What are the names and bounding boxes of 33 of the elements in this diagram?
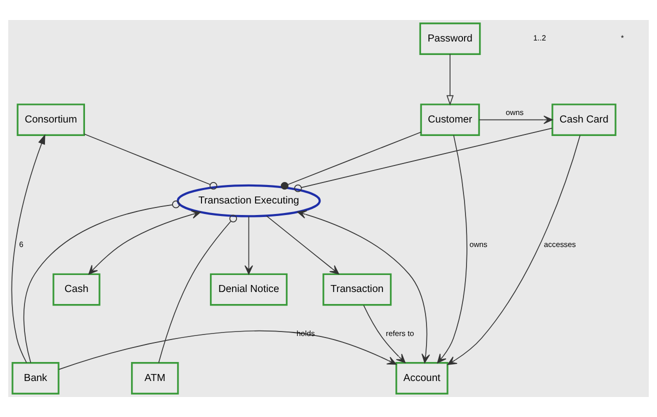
arrow — [446, 54, 454, 106]
node-box: Consortium — [16, 104, 85, 136]
edge-label: 6 — [19, 240, 24, 250]
node-box: Customer — [420, 104, 480, 136]
connector — [280, 132, 422, 190]
arrow — [437, 134, 468, 364]
arrow — [478, 116, 553, 124]
connector — [158, 214, 238, 364]
node-box: Account — [395, 362, 448, 394]
arrow — [266, 215, 340, 274]
node-box: Denial Notice — [210, 273, 288, 306]
label: 1..2 — [533, 34, 546, 43]
edge-label: accesses — [544, 240, 576, 250]
arrow — [88, 210, 201, 275]
node-box: Bank — [12, 362, 60, 394]
edge-label: refers to — [386, 328, 414, 338]
connector — [294, 128, 553, 192]
label: * — [620, 34, 624, 43]
edge-label: owns — [469, 240, 488, 250]
arrow — [244, 216, 254, 275]
node-box: Cash Card — [552, 104, 616, 136]
node-box: ATM — [131, 362, 179, 394]
connector — [84, 134, 218, 190]
node-box: Cash — [52, 273, 100, 306]
arrow — [11, 134, 46, 364]
arrow — [363, 304, 406, 364]
arrow — [58, 330, 396, 370]
connector — [23, 200, 180, 364]
node-box: Password — [419, 22, 481, 55]
node-box: Transaction — [322, 273, 392, 306]
edge-label: owns — [506, 108, 524, 117]
arrow — [447, 134, 580, 366]
arrow — [297, 210, 430, 364]
